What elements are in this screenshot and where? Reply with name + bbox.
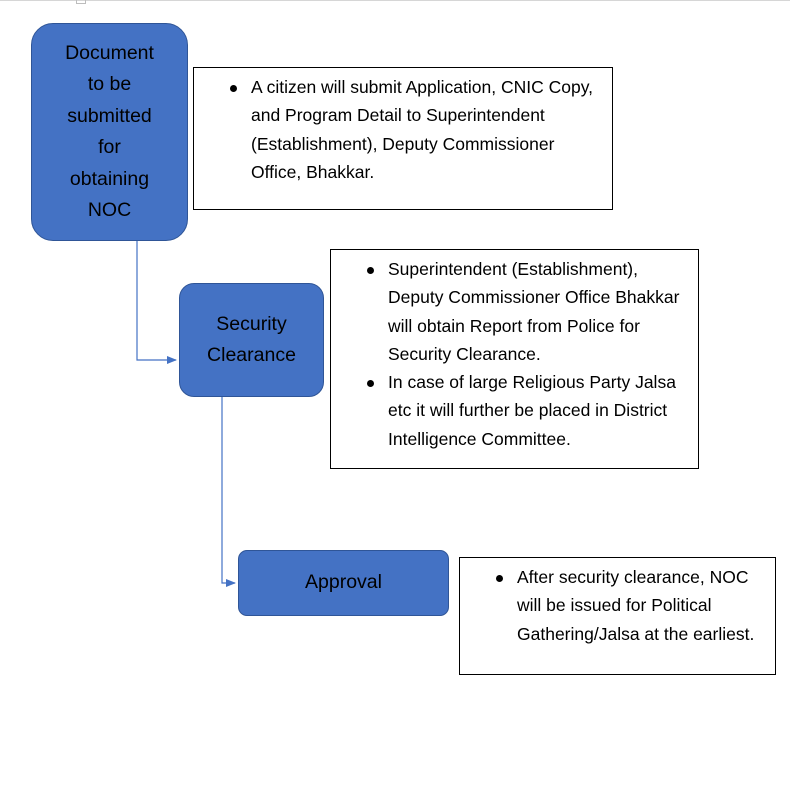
step-label-line: for bbox=[98, 136, 121, 158]
step-label-line: Clearance bbox=[207, 344, 296, 366]
note-box-approval: After security clearance, NOC will be is… bbox=[459, 557, 776, 675]
step-label: Approval bbox=[305, 567, 382, 599]
step-label-line: NOC bbox=[87, 199, 132, 221]
step-box-security-clearance: Security Clearance bbox=[179, 283, 324, 397]
note-bullet-list: A citizen will submit Application, CNIC … bbox=[230, 73, 604, 186]
page-top-border bbox=[0, 0, 790, 1]
note-bullet-item: In case of large Religious Party Jalsa e… bbox=[367, 368, 692, 453]
note-bullet-list: Superintendent (Establishment), Deputy C… bbox=[367, 255, 692, 453]
step-label: Document to be submitted for obtaining N… bbox=[65, 38, 154, 227]
note-bullet-item: A citizen will submit Application, CNIC … bbox=[230, 73, 604, 186]
note-bullet-list: After security clearance, NOC will be is… bbox=[496, 563, 769, 648]
note-box-security-clearance: Superintendent (Establishment), Deputy C… bbox=[330, 249, 699, 469]
note-box-document-submission: A citizen will submit Application, CNIC … bbox=[193, 67, 613, 210]
step-label-line: submitted bbox=[67, 104, 152, 127]
step-label-line: Approval bbox=[305, 571, 382, 594]
step-label-line: obtaining bbox=[69, 167, 150, 190]
note-bullet-item: After security clearance, NOC will be is… bbox=[496, 563, 769, 648]
step-label-line: to be bbox=[87, 73, 132, 95]
page-corner-mark bbox=[76, 0, 86, 4]
step-label: Security Clearance bbox=[207, 309, 296, 372]
step-label-line: Document bbox=[65, 41, 154, 64]
connector-security-to-approval bbox=[221, 397, 236, 587]
note-bullet-item: Superintendent (Establishment), Deputy C… bbox=[367, 255, 692, 368]
step-label-line: Security bbox=[216, 312, 287, 335]
connector-document-to-security bbox=[136, 241, 177, 364]
step-box-document-submission: Document to be submitted for obtaining N… bbox=[31, 23, 188, 241]
step-box-approval: Approval bbox=[238, 550, 449, 616]
